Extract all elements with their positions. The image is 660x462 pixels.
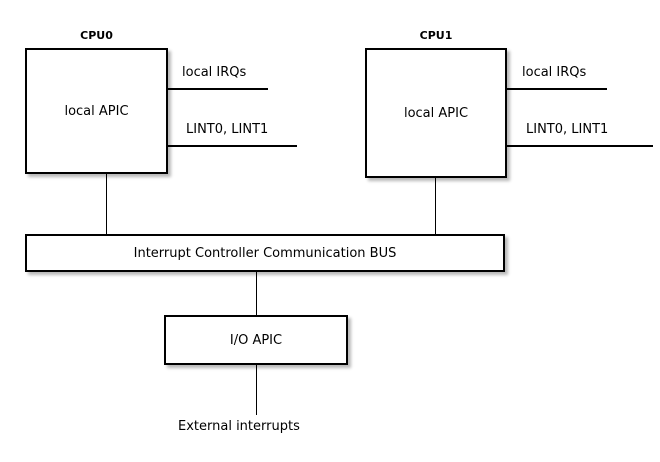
cpu0-local-apic-box: local APIC: [25, 48, 168, 174]
cpu0-caption: CPU0: [80, 29, 113, 42]
io-apic-label: I/O APIC: [229, 332, 283, 348]
ioapic-to-external-connector: [256, 364, 257, 415]
cpu1-local-apic-box: local APIC: [365, 48, 507, 178]
io-apic-box: I/O APIC: [164, 315, 348, 365]
interrupt-controller-bus-label: Interrupt Controller Communication BUS: [133, 245, 397, 261]
cpu0-lint-label: LINT0, LINT1: [186, 122, 269, 137]
cpu1-local-apic-label: local APIC: [403, 105, 469, 121]
cpu0-local-apic-label: local APIC: [64, 103, 129, 119]
cpu1-local-irqs-label: local IRQs: [522, 65, 587, 80]
cpu1-lint-line: [506, 145, 653, 147]
cpu1-lint-label: LINT0, LINT1: [526, 122, 609, 137]
cpu0-local-irqs-label: local IRQs: [182, 65, 247, 80]
cpu1-caption: CPU1: [419, 29, 453, 42]
cpu1-local-irqs-line: [506, 88, 607, 90]
cpu0-lint-line: [167, 145, 297, 147]
cpu0-local-irqs-line: [167, 88, 268, 90]
external-interrupts-label: External interrupts: [178, 419, 300, 434]
interrupt-controller-bus-box: Interrupt Controller Communication BUS: [25, 234, 505, 272]
bus-to-ioapic-connector: [256, 271, 257, 316]
cpu0-to-bus-connector: [106, 173, 107, 235]
cpu1-to-bus-connector: [435, 177, 436, 235]
